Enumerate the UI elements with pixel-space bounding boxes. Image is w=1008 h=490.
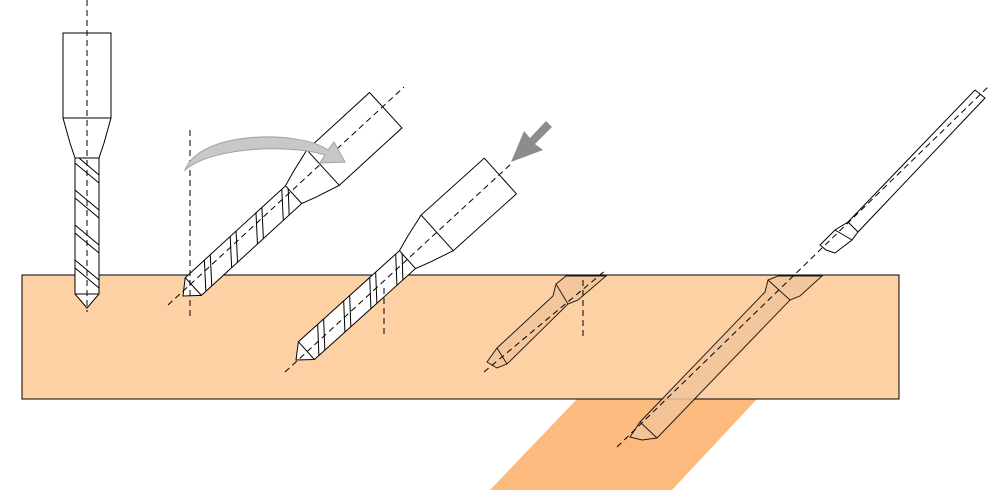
rotation-arrow-icon — [183, 136, 346, 172]
axis-line-3 — [284, 162, 513, 373]
axis-line-4 — [483, 269, 607, 373]
pin-rod — [819, 89, 986, 254]
lower-plate — [490, 399, 757, 490]
axis-line-5 — [616, 84, 991, 448]
axis-line-2 — [167, 86, 405, 306]
feed-arrow-icon — [511, 121, 552, 162]
